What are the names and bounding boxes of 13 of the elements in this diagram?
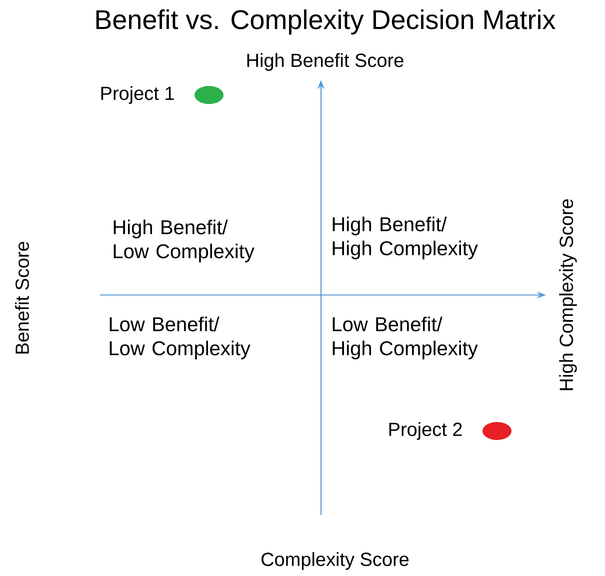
axis-label: Benefit Score	[15, 242, 29, 354]
project-label: Project 2	[389, 422, 462, 440]
quadrant-label: High Benefit/ Low Complexity	[114, 220, 254, 262]
axis-label: High Benefit Score	[247, 53, 404, 71]
title: Benefit vs. Complexity Decision Matrix	[96, 9, 556, 35]
axis-label: High Complexity Score	[559, 199, 577, 390]
quadrant-label: Low Benefit/ Low Complexity	[110, 316, 250, 360]
axis-label: Complexity Score	[262, 552, 409, 570]
dot-marker	[194, 86, 224, 104]
quadrant-label: High Benefit/ High Complexity	[332, 216, 478, 260]
project-label: Project 1	[101, 86, 174, 104]
quadrant-label: Low Benefit/ High Complexity	[332, 316, 478, 360]
dot-marker	[482, 422, 512, 440]
